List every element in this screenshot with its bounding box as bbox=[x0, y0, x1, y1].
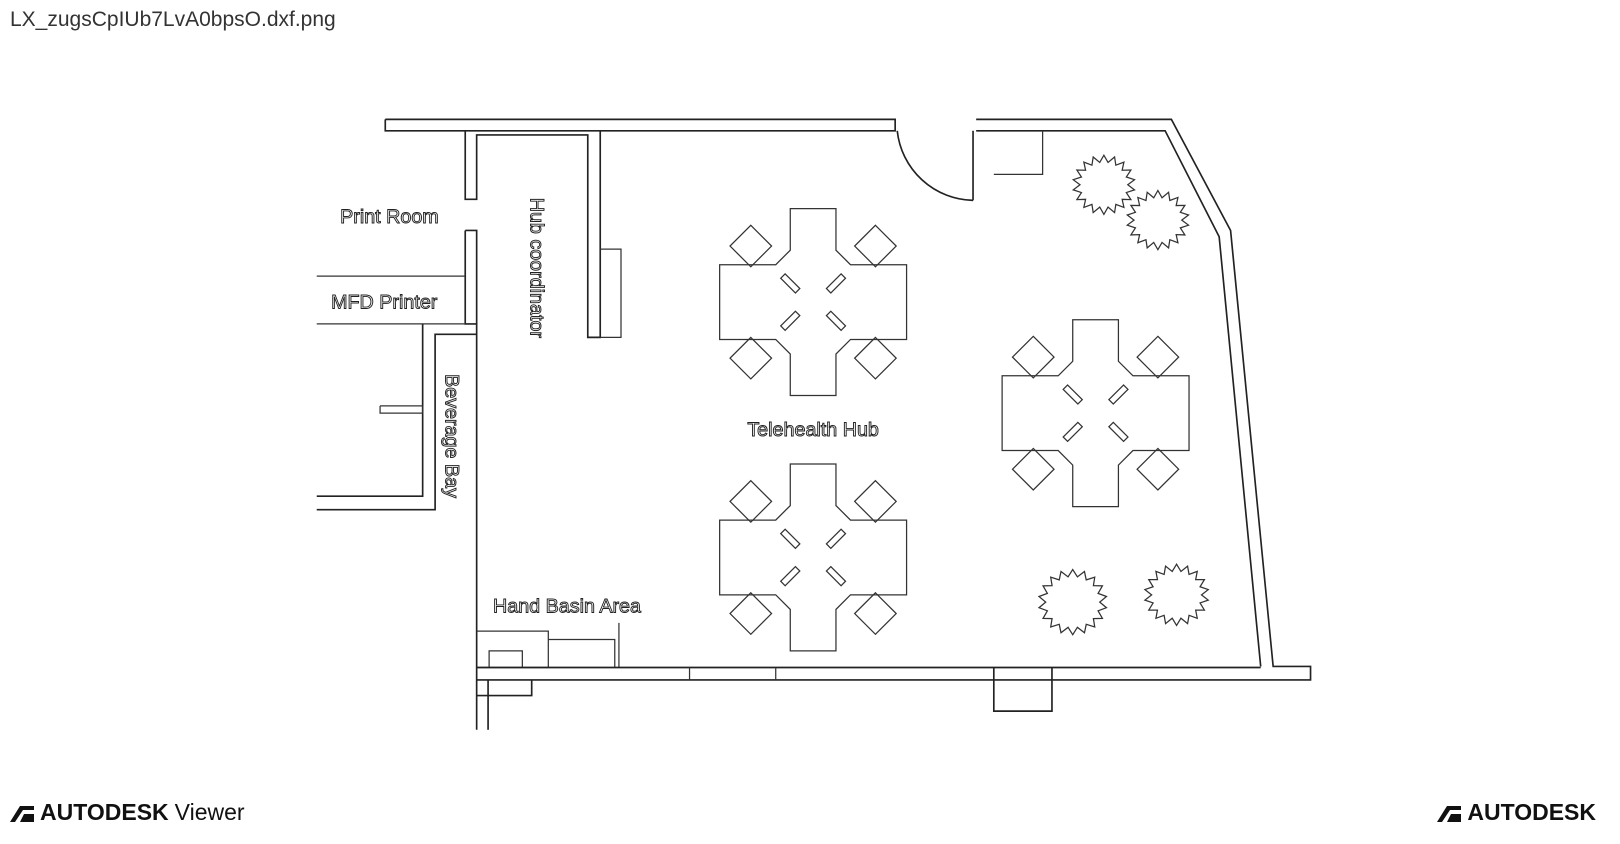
chair bbox=[729, 591, 773, 636]
plant-icon bbox=[1125, 189, 1190, 251]
brand-name: AUTODESK bbox=[40, 799, 169, 825]
chair bbox=[1136, 447, 1180, 491]
room-label-mfd-printer: MFD Printer bbox=[331, 291, 438, 313]
chair bbox=[729, 336, 773, 380]
autodesk-logo-icon bbox=[1437, 805, 1462, 822]
monitor bbox=[779, 528, 801, 550]
plant-icon bbox=[1037, 568, 1108, 636]
monitor bbox=[825, 310, 847, 332]
room-label-hub-coordinator: Hub coordinator bbox=[526, 198, 548, 339]
autodesk-logo-icon bbox=[10, 805, 34, 822]
cross-workstation bbox=[1001, 319, 1190, 508]
file-title: LX_zugsCpIUb7LvA0bpsO.dxf.png bbox=[10, 8, 336, 31]
autodesk-viewer-logo: AUTODESK Viewer bbox=[10, 799, 245, 826]
chair bbox=[1011, 447, 1055, 491]
monitor bbox=[1107, 384, 1129, 405]
monitor bbox=[779, 272, 801, 294]
chair bbox=[729, 224, 773, 268]
room-label-print-room: Print Room bbox=[340, 206, 439, 228]
walls bbox=[316, 118, 1312, 730]
cross-workstation bbox=[719, 208, 908, 397]
monitor bbox=[1107, 421, 1129, 443]
chair bbox=[853, 591, 898, 636]
product-name: Viewer bbox=[174, 799, 245, 825]
chair bbox=[853, 479, 898, 524]
chair bbox=[729, 479, 773, 524]
monitor bbox=[1062, 384, 1084, 405]
chair bbox=[853, 336, 898, 380]
room-label-beverage-bay: Beverage Bay bbox=[440, 374, 462, 498]
plant-icon bbox=[1071, 153, 1136, 216]
cross-workstation bbox=[719, 463, 908, 652]
monitor bbox=[825, 565, 847, 587]
monitor bbox=[825, 272, 847, 294]
room-label-hand-basin-area: Hand Basin Area bbox=[493, 595, 641, 617]
monitor bbox=[779, 565, 801, 587]
room-label-telehealth-hub: Telehealth Hub bbox=[747, 419, 879, 441]
chair bbox=[1136, 335, 1180, 379]
monitor bbox=[1062, 421, 1084, 443]
monitor bbox=[825, 528, 847, 550]
furniture bbox=[719, 153, 1210, 652]
chair bbox=[1011, 335, 1055, 379]
brand-name: AUTODESK bbox=[1467, 799, 1596, 825]
chair bbox=[853, 224, 898, 268]
autodesk-logo: AUTODESK bbox=[1437, 799, 1596, 826]
plant-icon bbox=[1143, 563, 1210, 627]
monitor bbox=[779, 310, 801, 332]
